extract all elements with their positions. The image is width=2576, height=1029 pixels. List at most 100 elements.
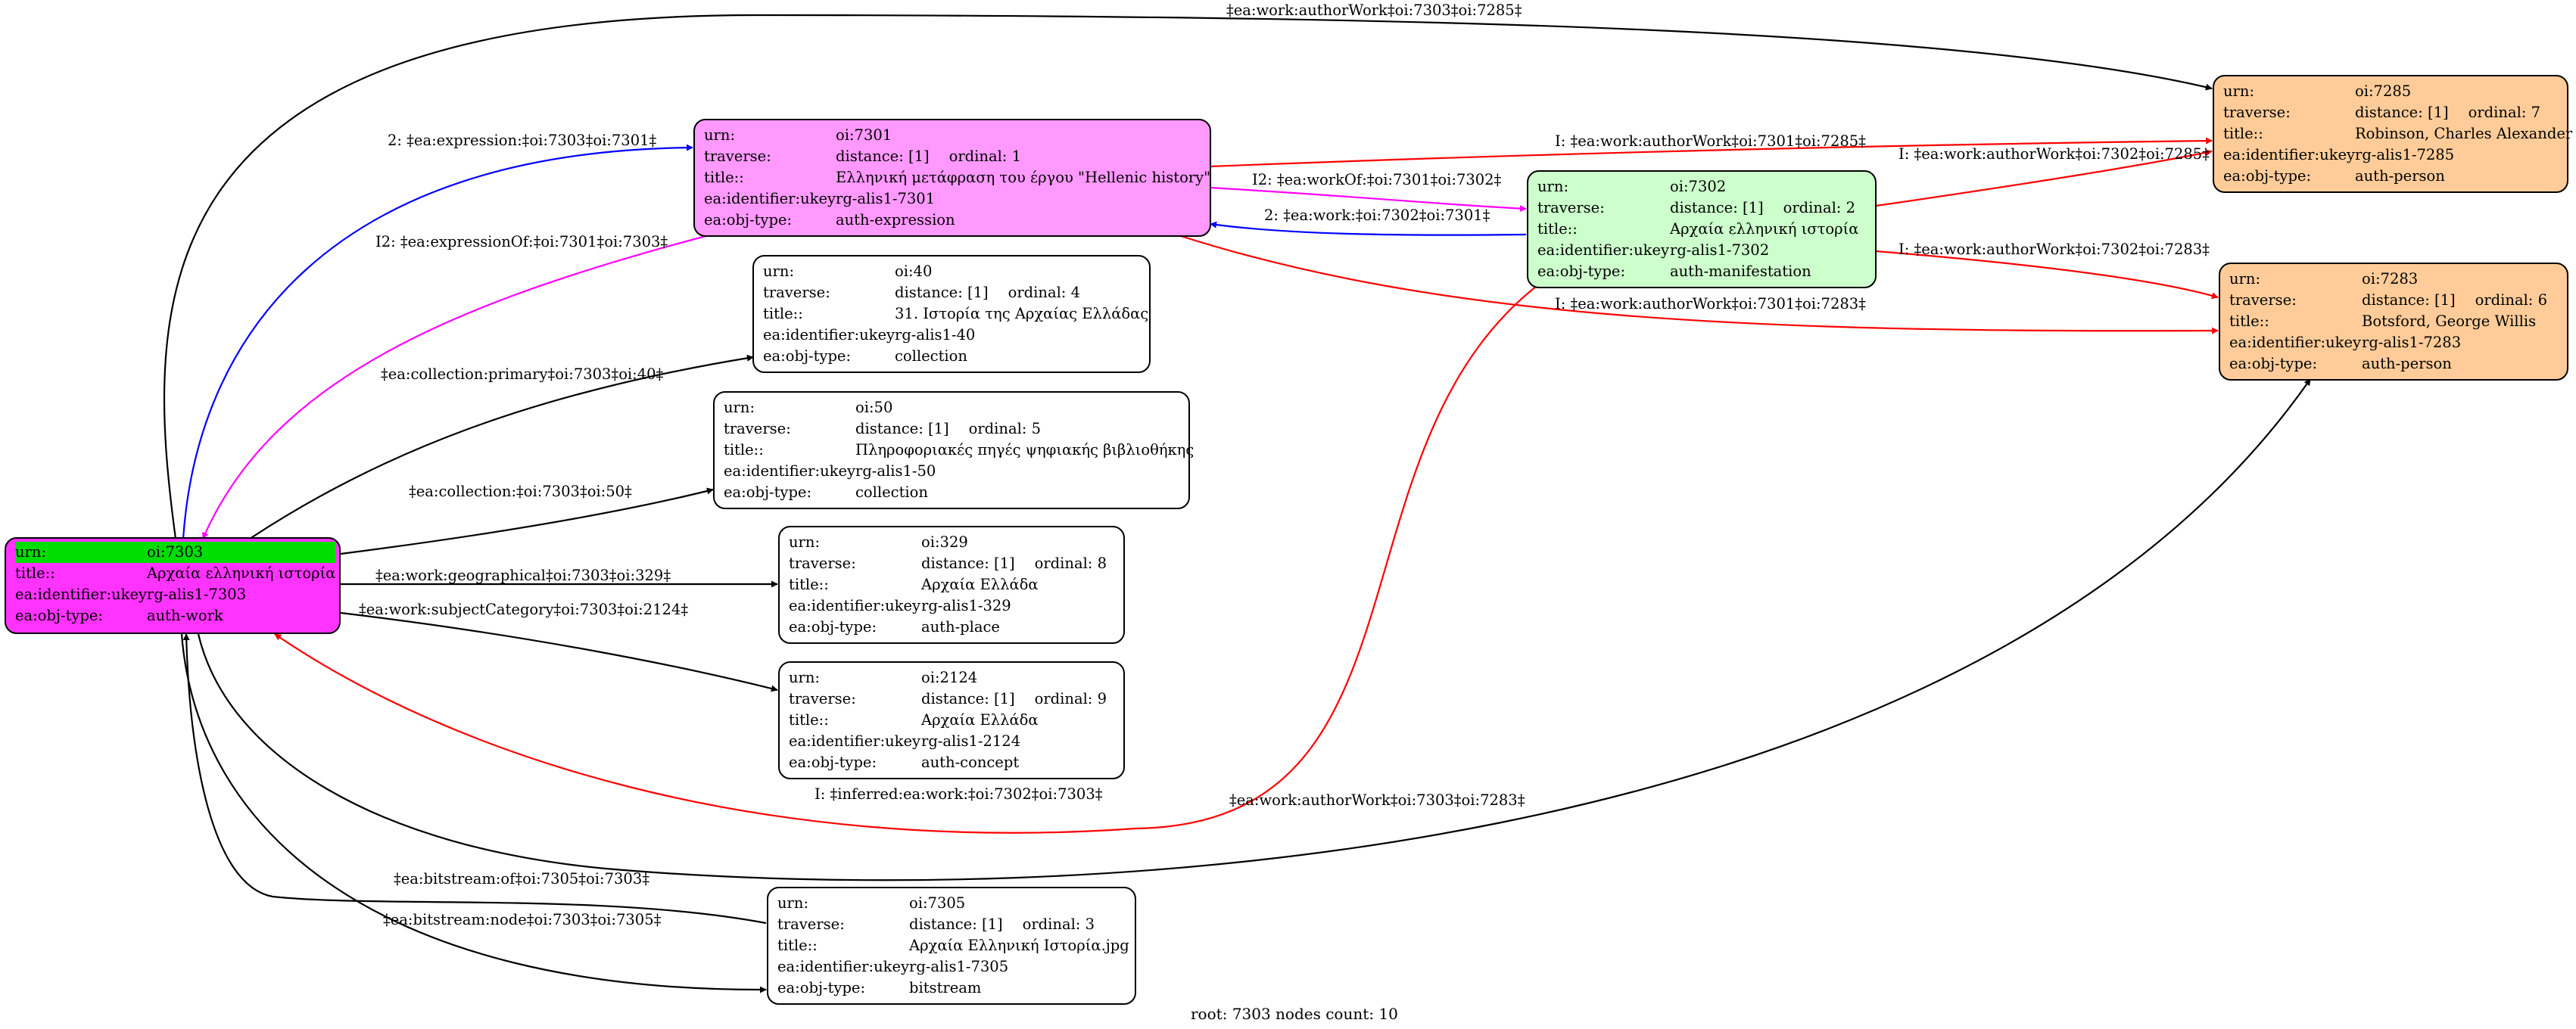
urn-value: oi:50 <box>855 399 893 416</box>
type-key: ea:obj-type: <box>15 607 104 624</box>
edge-label: ‡ea:work:subjectCategory‡oi:7303‡oi:2124… <box>359 601 688 618</box>
type-key: ea:obj-type: <box>777 979 866 996</box>
urn-value: oi:7303 <box>147 542 336 563</box>
edge-label: ‡ea:collection:primary‡oi:7303‡oi:40‡ <box>381 365 664 383</box>
ordinal-value: ordinal: 6 <box>2475 291 2547 309</box>
graph-footer: root: 7303 nodes count: 10 <box>1191 1005 1398 1023</box>
edge-authorwork-7285 <box>163 14 2213 539</box>
title-value: Botsford, George Willis <box>2362 312 2537 330</box>
type-value: auth-manifestation <box>1670 263 1811 280</box>
ordinal-value: ordinal: 1 <box>948 148 1021 165</box>
urn-key: urn: <box>1537 178 1569 195</box>
type-value: auth-expression <box>836 211 955 228</box>
node-7301[interactable]: urn: oi:7301 traverse: distance: [1] ordina… <box>693 119 1211 237</box>
distance-value: distance: [1] <box>1670 199 1764 216</box>
distance-value: distance: [1] <box>895 284 989 301</box>
ukey-value: rg-alis1-2124 <box>921 732 1021 750</box>
ukey-value: rg-alis1-329 <box>921 597 1011 614</box>
edge-label: I2: ‡ea:expressionOf:‡oi:7301‡oi:7303‡ <box>375 233 668 250</box>
distance-value: distance: [1] <box>921 690 1015 707</box>
traverse-key: traverse: <box>704 148 771 165</box>
title-value: Αρχαία ελληνική ιστορία <box>1670 220 1859 238</box>
type-key: ea:obj-type: <box>704 211 793 228</box>
ukey-value: rg-alis1-40 <box>895 326 976 344</box>
edge-authorwork-7302-7283 <box>1875 250 2219 300</box>
type-value: bitstream <box>909 979 982 996</box>
type-value: auth-person <box>2362 355 2452 372</box>
title-key: title:: <box>777 937 818 954</box>
ordinal-value: ordinal: 8 <box>1034 555 1107 572</box>
distance-value: distance: [1] <box>836 148 930 165</box>
ordinal-value: ordinal: 5 <box>968 420 1041 437</box>
urn-key: urn: <box>2223 82 2255 100</box>
edge-label: 2: ‡ea:work:‡oi:7302‡oi:7301‡ <box>1264 207 1490 224</box>
title-value: Robinson, Charles Alexander <box>2355 125 2573 142</box>
urn-key: urn: <box>763 263 795 280</box>
urn-key: urn: <box>15 542 147 563</box>
traverse-key: traverse: <box>763 284 830 301</box>
type-key: ea:obj-type: <box>789 754 877 771</box>
edge-label: I: ‡ea:work:authorWork‡oi:7301‡oi:7283‡ <box>1555 295 1866 312</box>
edge-label: ‡ea:bitstream:of‡oi:7305‡oi:7303‡ <box>394 870 649 888</box>
node-329[interactable]: urn:oi:329 traverse:distance: [1]ordinal… <box>778 526 1125 644</box>
ukey-value: rg-alis1-7301 <box>836 190 936 207</box>
traverse-key: traverse: <box>2223 104 2291 121</box>
node-2124[interactable]: urn:oi:2124 traverse:distance: [1]ordina… <box>778 661 1125 779</box>
node-50[interactable]: urn:oi:50 traverse:distance: [1]ordinal:… <box>713 391 1194 509</box>
title-value: Πληροφοριακές πηγές ψηφιακής βιβλιοθήκης <box>855 441 1195 459</box>
type-key: ea:obj-type: <box>763 347 852 365</box>
ordinal-value: ordinal: 4 <box>1008 284 1080 301</box>
edge-authorwork-7301-7283 <box>1180 235 2219 334</box>
ukey-value: rg-alis1-7285 <box>2355 146 2455 163</box>
ukey-value: rg-alis1-7303 <box>147 586 247 603</box>
urn-value: oi:40 <box>895 263 933 280</box>
edge-authorwork-7283 <box>197 378 2311 881</box>
type-value: auth-concept <box>921 754 1020 771</box>
ukey-key: ea:identifier:ukey <box>777 958 909 975</box>
title-key: title:: <box>2223 125 2263 142</box>
title-key: title:: <box>763 305 803 322</box>
node-7302[interactable]: urn:oi:7302 traverse:distance: [1]ordina… <box>1527 170 1877 288</box>
title-key: title:: <box>789 711 829 729</box>
edge-work-7302-7301 <box>1210 221 1527 236</box>
edge-collection-50 <box>340 487 714 555</box>
traverse-key: traverse: <box>2229 291 2297 309</box>
type-value: auth-place <box>921 618 1000 636</box>
ordinal-value: ordinal: 9 <box>1034 690 1107 707</box>
urn-key: urn: <box>789 533 821 551</box>
edge-bitstream-node <box>180 633 767 993</box>
node-7283[interactable]: urn:oi:7283 traverse:distance: [1]ordina… <box>2219 263 2568 381</box>
node-40[interactable]: urn: oi:40 traverse: distance: [1] ordinal:… <box>752 255 1151 373</box>
type-key: ea:obj-type: <box>2223 167 2312 185</box>
ukey-key: ea:identifier:ukey <box>763 326 895 344</box>
traverse-key: traverse: <box>789 690 856 707</box>
distance-value: distance: [1] <box>2355 104 2449 121</box>
edge-label: I: ‡ea:work:authorWork‡oi:7302‡oi:7285‡ <box>1899 145 2210 163</box>
distance-value: distance: [1] <box>921 555 1015 572</box>
urn-value: oi:7301 <box>836 126 892 144</box>
edge-collection-primary-40 <box>249 354 754 539</box>
node-7285[interactable]: urn:oi:7285 traverse:distance: [1]ordina… <box>2213 75 2572 193</box>
edge-label: I2: ‡ea:workOf:‡oi:7301‡oi:7302‡ <box>1252 171 1502 188</box>
urn-key: urn: <box>704 126 736 144</box>
urn-value: oi:2124 <box>921 669 978 686</box>
node-7305[interactable]: urn:oi:7305 traverse:distance: [1]ordina… <box>767 887 1136 1005</box>
edge-label: ‡ea:work:authorWork‡oi:7303‡oi:7285‡ <box>1226 2 1522 19</box>
ukey-key: ea:identifier:ukey <box>15 586 147 603</box>
edge-label: ‡ea:work:geographical‡oi:7303‡oi:329‡ <box>375 567 671 584</box>
ukey-key: ea:identifier:ukey <box>2229 334 2361 351</box>
type-value: auth-person <box>2355 167 2445 185</box>
ukey-key: ea:identifier:ukey <box>789 732 920 750</box>
urn-key: urn: <box>724 399 755 416</box>
type-key: ea:obj-type: <box>789 618 877 636</box>
edge-bitstream-of <box>182 633 767 925</box>
urn-value: oi:7305 <box>909 894 966 912</box>
distance-value: distance: [1] <box>909 916 1003 933</box>
title-key: title:: <box>704 169 744 186</box>
ukey-value: rg-alis1-7305 <box>909 958 1009 975</box>
node-root-7303[interactable]: urn:oi:7303 title::Αρχαία ελληνική ιστορ… <box>5 537 341 634</box>
edge-label: ‡ea:work:authorWork‡oi:7303‡oi:7283‡ <box>1229 791 1525 809</box>
title-key: title:: <box>1537 220 1578 238</box>
traverse-key: traverse: <box>777 916 845 933</box>
ukey-key: ea:identifier:ukey <box>704 190 836 207</box>
